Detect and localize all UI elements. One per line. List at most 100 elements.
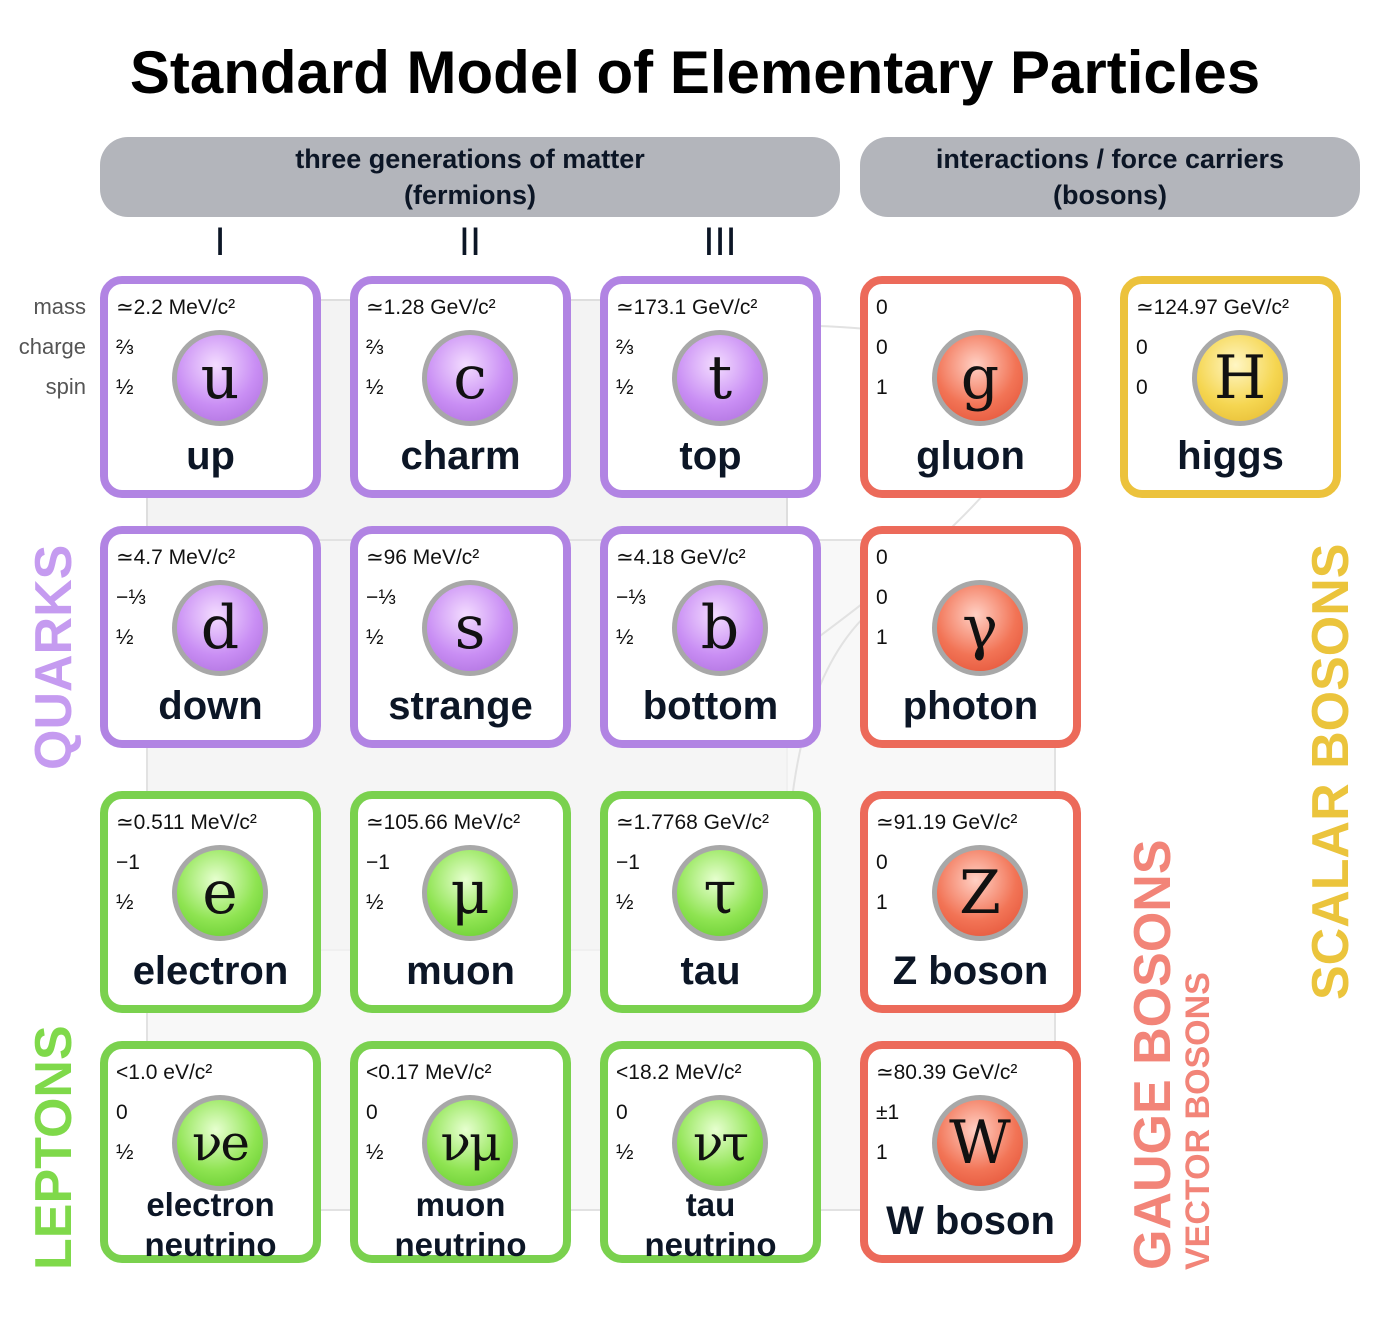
spin-value: 1 bbox=[876, 626, 888, 649]
spin-value: ½ bbox=[616, 626, 634, 649]
page-title: Standard Model of Elementary Particles bbox=[129, 39, 1261, 106]
particle-card-bottom: ≃4.18 GeV/c² −⅓ ½ b bottom bbox=[600, 526, 821, 748]
charge-value: −1 bbox=[616, 851, 640, 874]
particle-symbol: Z bbox=[932, 845, 1028, 941]
mass-value: ≃96 MeV/c² bbox=[366, 546, 480, 569]
particle-name: charm bbox=[400, 434, 521, 478]
particle-symbol: b bbox=[672, 580, 768, 676]
charge-value: 0 bbox=[876, 851, 888, 874]
particle-symbol: u bbox=[172, 330, 268, 426]
spin-value: 1 bbox=[876, 1141, 888, 1164]
bosons-header-line1: interactions / force carriers bbox=[935, 144, 1285, 174]
particle-symbol: e bbox=[172, 845, 268, 941]
particle-symbol: γ bbox=[932, 580, 1028, 676]
fermions-header: three generations of matter (fermions) bbox=[100, 137, 840, 217]
vector-bosons-label: VECTOR BOSONS bbox=[1179, 972, 1217, 1270]
mass-value: ≃0.511 MeV/c² bbox=[116, 811, 257, 834]
spin-value: ½ bbox=[366, 626, 384, 649]
particle-card-up: ≃2.2 MeV/c² ⅔ ½ u up bbox=[100, 276, 321, 498]
particle-symbol: τ bbox=[672, 845, 768, 941]
particle-name: higgs bbox=[1177, 434, 1284, 478]
spin-value: ½ bbox=[366, 1141, 384, 1164]
particle-symbol: H bbox=[1192, 330, 1288, 426]
particle-name: electron neutrino bbox=[108, 1185, 313, 1265]
mass-value: ≃91.19 GeV/c² bbox=[876, 811, 1018, 834]
spin-value: ½ bbox=[366, 376, 384, 399]
fermions-header-line2: (fermions) bbox=[403, 180, 536, 210]
particle-name: muon bbox=[406, 949, 515, 993]
mass-value: ≃1.7768 GeV/c² bbox=[616, 811, 770, 834]
charge-value: ⅔ bbox=[616, 336, 634, 359]
mass-value: ≃4.18 GeV/c² bbox=[616, 546, 746, 569]
particle-name-line1: tau bbox=[685, 1186, 736, 1223]
spin-value: ½ bbox=[116, 891, 134, 914]
particle-card-muon-neutrino: <0.17 MeV/c² 0 ½ νμ muon neutrino bbox=[350, 1041, 571, 1263]
mass-value: <0.17 MeV/c² bbox=[366, 1061, 492, 1084]
particle-card-top: ≃173.1 GeV/c² ⅔ ½ t top bbox=[600, 276, 821, 498]
charge-value: −1 bbox=[366, 851, 390, 874]
particle-name: strange bbox=[388, 684, 533, 728]
leptons-label: LEPTONS bbox=[25, 1025, 83, 1270]
particle-name: down bbox=[158, 684, 263, 728]
charge-value: ⅔ bbox=[116, 336, 134, 359]
mass-value: ≃4.7 MeV/c² bbox=[116, 546, 236, 569]
mass-value: ≃105.66 MeV/c² bbox=[366, 811, 521, 834]
charge-value: 0 bbox=[1136, 336, 1148, 359]
charge-value: ⅔ bbox=[366, 336, 384, 359]
scalar-bosons-label: SCALAR BOSONS bbox=[1302, 543, 1360, 1000]
particle-card-tau: ≃1.7768 GeV/c² −1 ½ τ tau bbox=[600, 791, 821, 1013]
charge-value: 0 bbox=[616, 1101, 628, 1124]
mass-value: ≃1.28 GeV/c² bbox=[366, 296, 496, 319]
particle-name: electron bbox=[132, 949, 289, 993]
particle-card-w-boson: ≃80.39 GeV/c² ±1 1 W W boson bbox=[860, 1041, 1081, 1263]
particle-card-electron-neutrino: <1.0 eV/c² 0 ½ νe electron neutrino bbox=[100, 1041, 321, 1263]
particle-name: up bbox=[186, 434, 235, 478]
quarks-label: QUARKS bbox=[25, 544, 83, 770]
particle-name: bottom bbox=[642, 684, 779, 728]
particle-name: gluon bbox=[916, 434, 1025, 478]
particle-name: photon bbox=[902, 684, 1039, 728]
particle-symbol: ντ bbox=[672, 1095, 768, 1191]
particle-symbol: s bbox=[422, 580, 518, 676]
particle-name: W boson bbox=[886, 1199, 1055, 1243]
generation-2-label: II bbox=[458, 220, 482, 264]
particle-name: muon neutrino bbox=[358, 1185, 563, 1265]
mass-value: 0 bbox=[876, 296, 888, 319]
charge-value: −⅓ bbox=[366, 586, 396, 609]
particle-name-line2: neutrino bbox=[144, 1226, 277, 1263]
particle-card-electron: ≃0.511 MeV/c² −1 ½ e electron bbox=[100, 791, 321, 1013]
particle-name: tau bbox=[680, 949, 741, 993]
spin-value: ½ bbox=[366, 891, 384, 914]
particle-card-charm: ≃1.28 GeV/c² ⅔ ½ c charm bbox=[350, 276, 571, 498]
bosons-header: interactions / force carriers (bosons) bbox=[860, 137, 1360, 217]
charge-value: 0 bbox=[116, 1101, 128, 1124]
particle-symbol: μ bbox=[422, 845, 518, 941]
charge-value: 0 bbox=[876, 586, 888, 609]
bosons-header-line2: (bosons) bbox=[1053, 180, 1167, 210]
particle-card-down: ≃4.7 MeV/c² −⅓ ½ d down bbox=[100, 526, 321, 748]
charge-value: −⅓ bbox=[616, 586, 646, 609]
charge-value: ±1 bbox=[876, 1101, 900, 1124]
particle-card-strange: ≃96 MeV/c² −⅓ ½ s strange bbox=[350, 526, 571, 748]
spin-value: 0 bbox=[1136, 376, 1148, 399]
gauge-bosons-label: GAUGE BOSONS bbox=[1124, 839, 1182, 1271]
charge-row-label: charge bbox=[18, 334, 86, 359]
spin-value: ½ bbox=[116, 376, 134, 399]
spin-value: ½ bbox=[116, 1141, 134, 1164]
generation-1-label: I bbox=[214, 220, 226, 264]
particle-card-tau-neutrino: <18.2 MeV/c² 0 ½ ντ tau neutrino bbox=[600, 1041, 821, 1263]
spin-value: 1 bbox=[876, 376, 888, 399]
particle-card-muon: ≃105.66 MeV/c² −1 ½ μ muon bbox=[350, 791, 571, 1013]
particle-symbol: t bbox=[672, 330, 768, 426]
spin-value: ½ bbox=[616, 376, 634, 399]
mass-row-label: mass bbox=[33, 294, 86, 319]
particle-name: tau neutrino bbox=[608, 1185, 813, 1265]
fermions-header-line1: three generations of matter bbox=[295, 144, 645, 174]
spin-value: ½ bbox=[116, 626, 134, 649]
mass-value: ≃173.1 GeV/c² bbox=[616, 296, 758, 319]
mass-value: <18.2 MeV/c² bbox=[616, 1061, 742, 1084]
charge-value: −1 bbox=[116, 851, 140, 874]
particle-card-gluon: 0 0 1 g gluon bbox=[860, 276, 1081, 498]
particle-name-line1: electron bbox=[146, 1186, 275, 1223]
spin-value: ½ bbox=[616, 891, 634, 914]
